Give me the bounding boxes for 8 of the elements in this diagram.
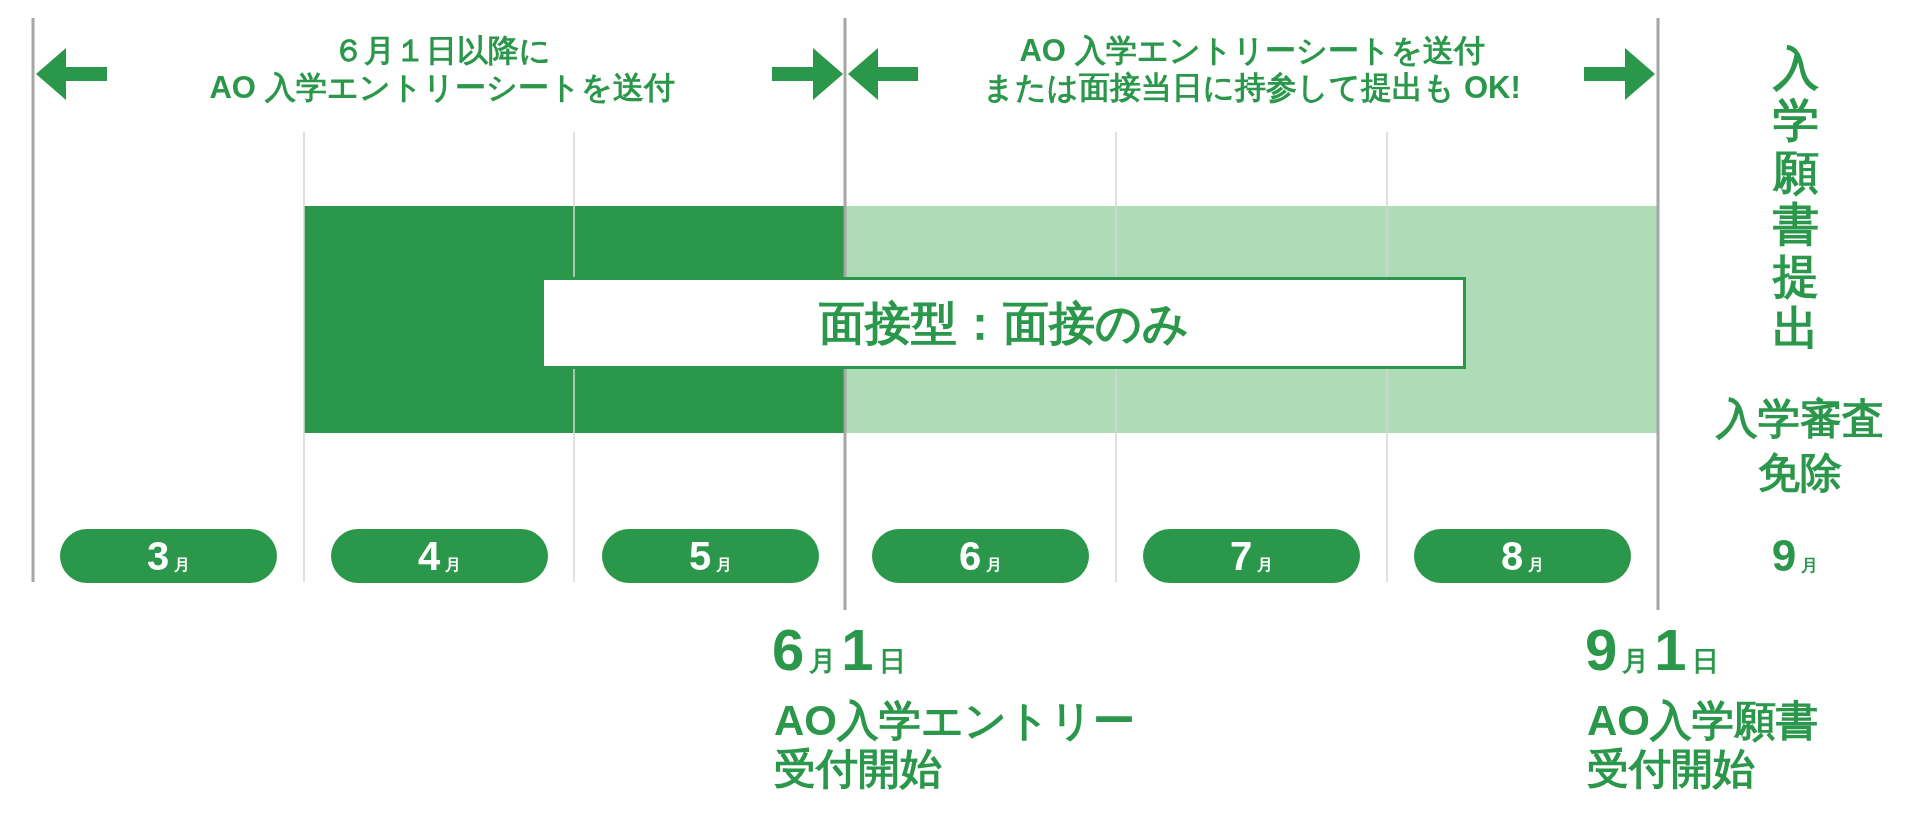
milestone-heading: 入学願書提出 — [1771, 42, 1820, 354]
milestone-caption: AO入学願書受付開始 — [1587, 697, 1818, 793]
exemption-note: 入学審査免除 — [1716, 394, 1884, 498]
period-band — [304, 206, 1658, 433]
period-note: AO 入学エントリーシートを送付または面接当日に持参して提出も OK! — [983, 32, 1521, 106]
course-box: 面接型：面接のみ — [541, 277, 1466, 369]
milestone-caption: AO入学エントリー受付開始 — [774, 697, 1135, 793]
period-note: ６月１日以降にAO 入学エントリーシートを送付 — [209, 32, 675, 106]
